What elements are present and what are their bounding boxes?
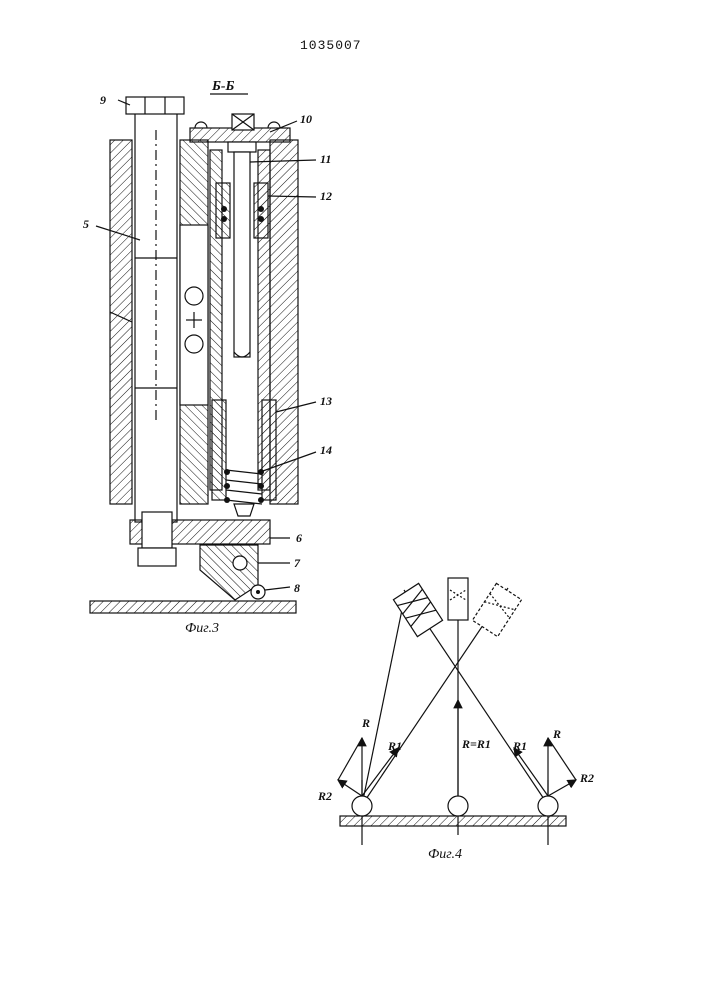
arrow-r2-right xyxy=(548,780,576,796)
label-r-left: R xyxy=(361,716,370,730)
plunger-tip xyxy=(234,504,254,516)
seal-ring xyxy=(258,216,264,222)
fig4-base-plate xyxy=(340,816,566,826)
figure-4: R R1 R2 R=R1 R R1 R2 Фиг.4 xyxy=(317,578,594,862)
seal-ring xyxy=(258,206,264,212)
label-r1-left: R1 xyxy=(387,739,402,753)
label-10: 10 xyxy=(300,112,312,126)
label-9: 9 xyxy=(100,93,106,107)
spring-right xyxy=(472,583,521,636)
rod-collar xyxy=(228,142,256,152)
label-r2-right: R2 xyxy=(579,771,594,785)
label-r2-left: R2 xyxy=(317,789,332,803)
bushing-13-left xyxy=(212,400,226,500)
shaft-bottom-washer xyxy=(138,548,176,566)
label-13: 13 xyxy=(320,394,332,408)
base-plate xyxy=(90,601,296,613)
arrow-r2-left xyxy=(338,780,362,796)
seal-ring xyxy=(221,206,227,212)
roller-right xyxy=(538,796,558,816)
hole-upper xyxy=(185,287,203,305)
seal-ring xyxy=(221,216,227,222)
roller-center xyxy=(448,796,468,816)
hex-head-9 xyxy=(126,97,184,114)
screw-head-right xyxy=(268,122,280,128)
bushing-13-right xyxy=(262,400,276,500)
block-7-hole xyxy=(233,556,247,570)
block-7 xyxy=(200,545,258,600)
hole-lower xyxy=(185,335,203,353)
label-6: 6 xyxy=(296,531,302,545)
spring-center xyxy=(448,578,468,620)
section-label: Б-Б xyxy=(211,79,235,94)
shaft-bottom-nut xyxy=(142,512,172,548)
label-5: 5 xyxy=(83,217,89,231)
leader-8 xyxy=(265,587,290,590)
parallelogram-right xyxy=(548,738,576,780)
label-r1-right: R1 xyxy=(512,739,527,753)
label-8: 8 xyxy=(294,581,300,595)
label-r-right: R xyxy=(552,727,561,741)
arrow-r1-left xyxy=(362,748,398,796)
label-14: 14 xyxy=(320,443,332,457)
figure-3: Б-Б xyxy=(83,79,332,636)
caption-fig4: Фиг.4 xyxy=(428,847,462,862)
spring-left xyxy=(393,583,442,636)
arrow-r1-right xyxy=(514,748,548,796)
parallelogram-left xyxy=(338,738,362,780)
label-12: 12 xyxy=(320,189,332,203)
label-7: 7 xyxy=(294,556,301,570)
rod-11 xyxy=(234,152,250,357)
left-housing-wall xyxy=(110,140,132,504)
label-r-center: R=R1 xyxy=(461,737,491,751)
roller-8-axis xyxy=(256,590,260,594)
screw-head-left xyxy=(195,122,207,128)
caption-fig3: Фиг.3 xyxy=(185,621,219,636)
label-11: 11 xyxy=(320,152,331,166)
roller-left xyxy=(352,796,372,816)
